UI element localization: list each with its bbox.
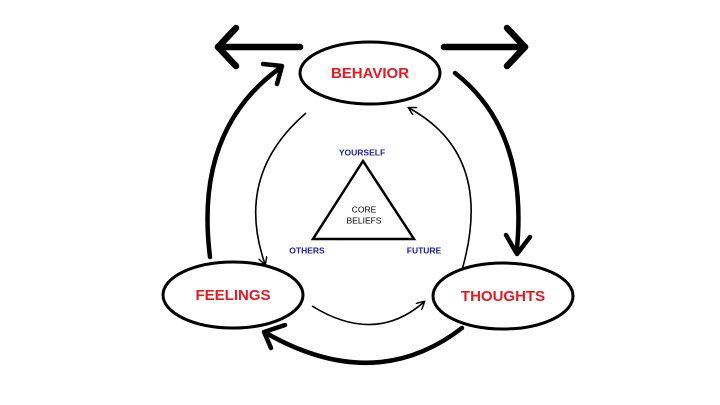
core-label-line1: CORE <box>352 204 377 214</box>
triangle-vertex-others: OTHERS <box>289 245 325 255</box>
right-outward-arrow <box>440 24 529 70</box>
inner-arrow-feelings-to-thoughts <box>311 302 424 326</box>
thoughts-label: THOUGHTS <box>461 288 545 305</box>
feelings-label: FEELINGS <box>195 287 270 304</box>
triangle-vertex-future: FUTURE <box>407 245 442 255</box>
outer-arrow-feelings-to-behavior <box>205 61 285 260</box>
left-outward-arrow <box>214 24 304 70</box>
core-beliefs-triangle: CORE BELIEFS <box>310 158 417 241</box>
behavior-node: BEHAVIOR <box>298 40 442 106</box>
feelings-node: FEELINGS <box>161 260 305 330</box>
inner-arrow-behavior-to-feelings <box>254 112 307 264</box>
outer-arrow-behavior-to-thoughts <box>452 70 533 257</box>
behavior-label: BEHAVIOR <box>331 65 409 82</box>
thoughts-node: THOUGHTS <box>431 261 575 331</box>
outer-arrow-thoughts-to-feelings <box>261 322 465 366</box>
inner-arrow-thoughts-to-behavior <box>409 108 472 271</box>
core-label-line2: BELIEFS <box>347 215 382 225</box>
triangle-vertex-yourself: YOURSELF <box>339 147 385 157</box>
